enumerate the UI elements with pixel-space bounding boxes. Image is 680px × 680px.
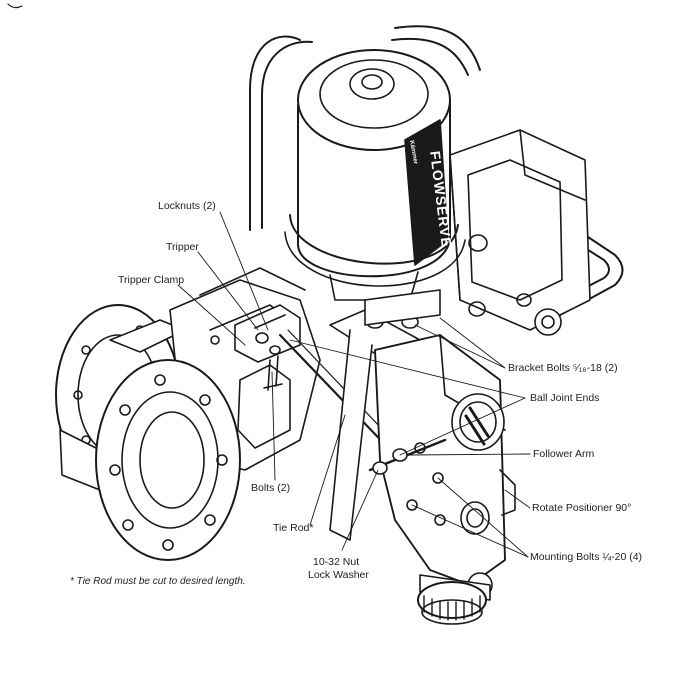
positioner-housing (374, 334, 516, 598)
footnote: * Tie Rod must be cut to desired length. (70, 576, 246, 587)
label-bolts: Bolts (2) (251, 482, 291, 494)
bottom-cap (417, 574, 491, 625)
label-ball-joint-ends: Ball Joint Ends (530, 392, 600, 404)
corner-mark (7, 3, 23, 9)
label-mounting-bolts: Mounting Bolts ¼-20 (4) (530, 551, 643, 563)
label-rotate-positioner: Rotate Positioner 90° (532, 502, 632, 514)
follower-arm (368, 438, 447, 475)
label-tie-rod: Tie Rod* (273, 522, 314, 534)
label-lock-washer: Lock Washer (308, 569, 369, 581)
label-tripper-clamp: Tripper Clamp (118, 274, 185, 286)
label-nut: 10-32 Nut (313, 556, 360, 568)
leader-lines (177, 211, 531, 558)
leader-ball-joint-b (399, 397, 526, 456)
leader-follower-arm (409, 453, 531, 456)
label-tripper: Tripper (166, 241, 199, 253)
leader-nut (341, 469, 379, 551)
front-flange (95, 359, 241, 561)
leader-ball-joint-a (289, 339, 526, 399)
leader-locknuts (219, 211, 269, 331)
actuator-housing (449, 129, 591, 336)
leader-tripper (197, 251, 259, 331)
tripper-clamp (234, 304, 301, 391)
leader-tripper-clamp (177, 284, 246, 346)
leader-mounting-bolts-a (437, 477, 529, 558)
pipe-loop (249, 25, 624, 316)
leader-rotate-positioner (504, 489, 531, 509)
label-bracket-bolts: Bracket Bolts ⁵⁄₁₆-18 (2) (508, 362, 618, 374)
leader-bracket-bolts (414, 317, 506, 369)
leader-bolts (271, 371, 276, 481)
leader-tie-rod (309, 414, 346, 526)
label-follower-arm: Follower Arm (533, 448, 595, 460)
label-locknuts: Locknuts (2) (158, 200, 216, 212)
leader-mounting-bolts-b (411, 504, 529, 558)
brand-plate (404, 119, 449, 266)
